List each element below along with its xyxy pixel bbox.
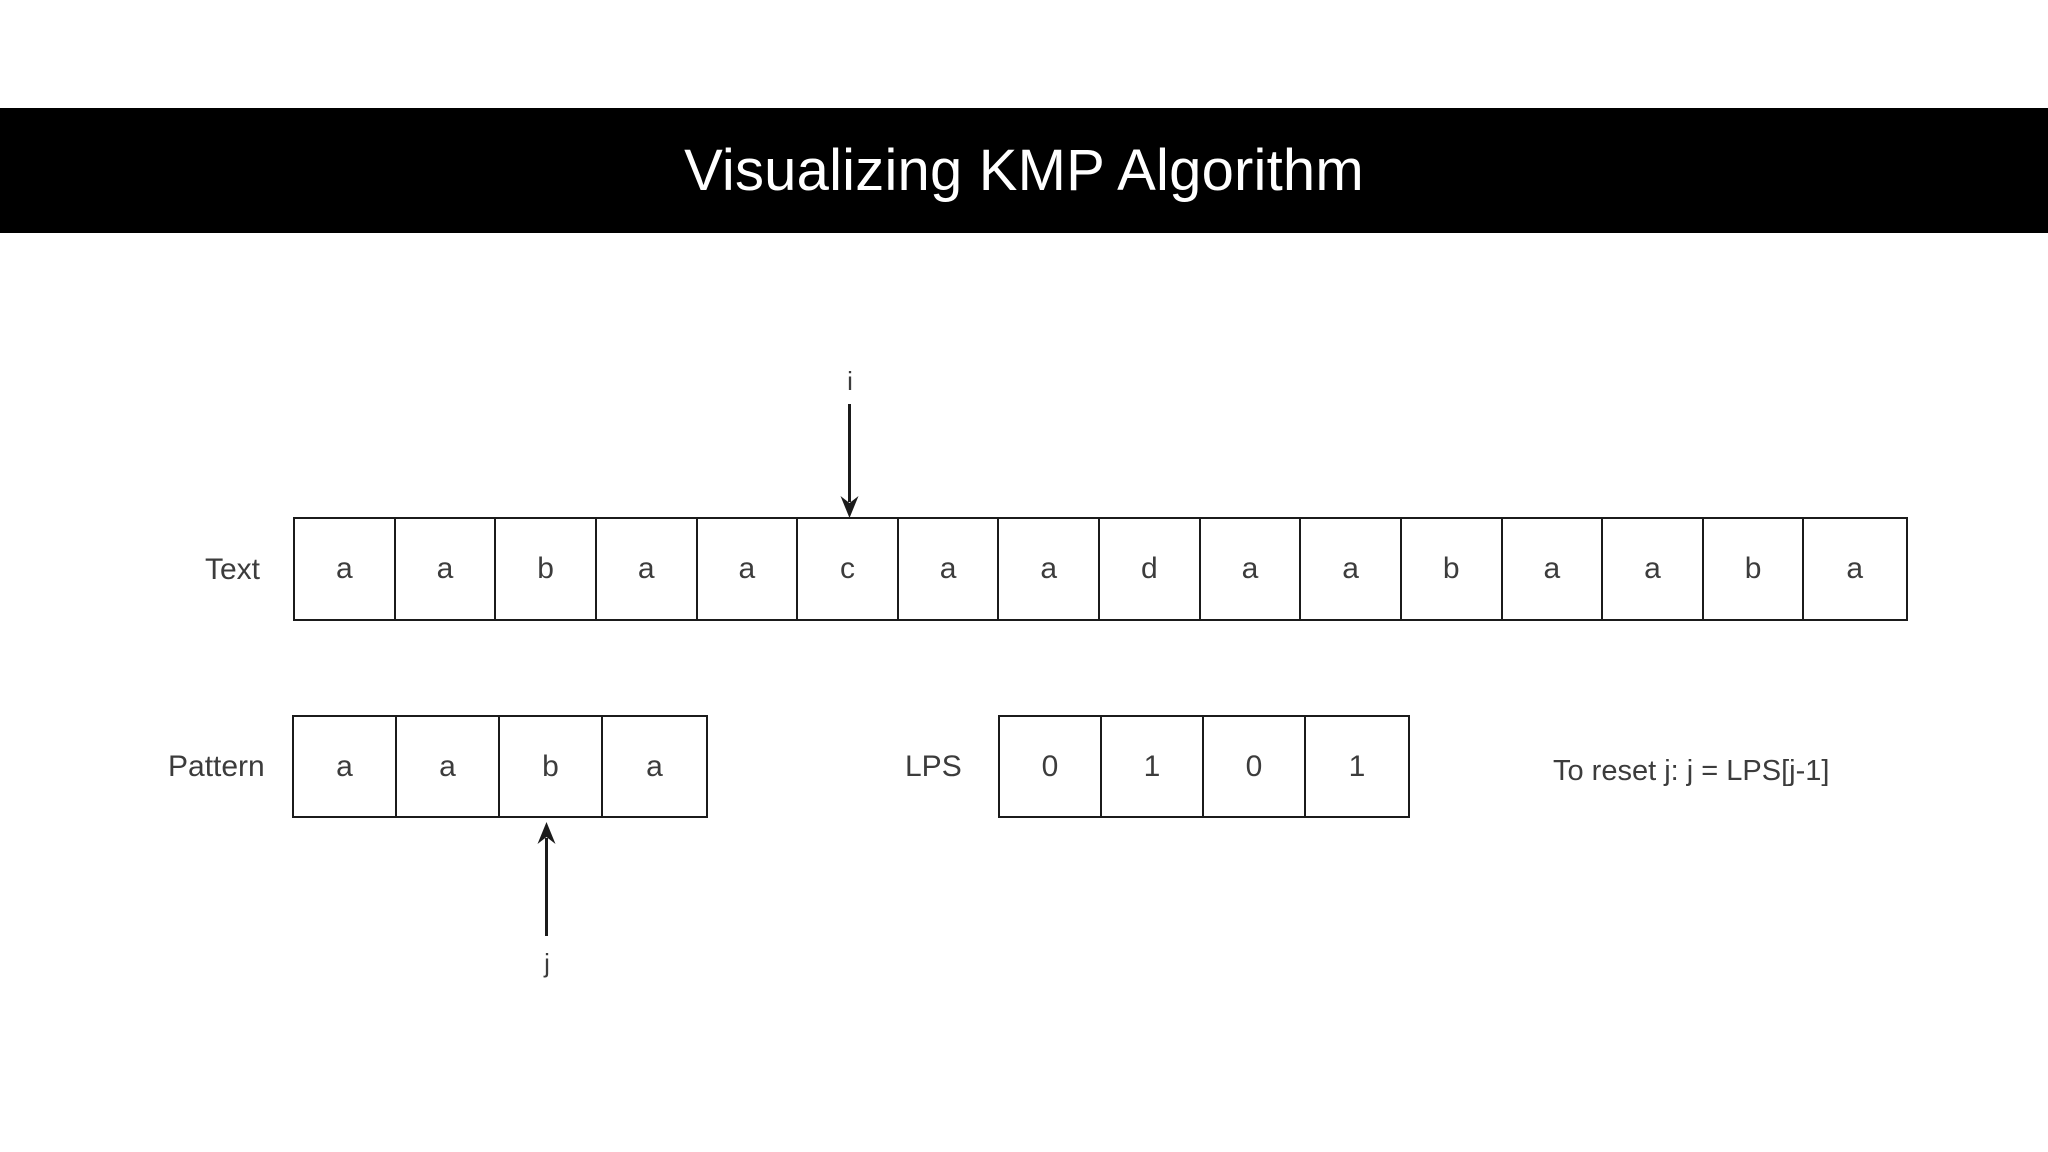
text-cell[interactable]: b: [1703, 519, 1805, 619]
pointer-label-i: i: [847, 366, 853, 396]
text-cell[interactable]: a: [295, 519, 396, 619]
lps-cell[interactable]: 0: [1204, 717, 1306, 816]
text-cell[interactable]: a: [898, 519, 1000, 619]
text-cell[interactable]: b: [1401, 519, 1503, 619]
pattern-cell[interactable]: a: [603, 717, 706, 816]
text-cell[interactable]: a: [697, 519, 799, 619]
pattern-cell[interactable]: b: [500, 717, 603, 816]
text-cell[interactable]: a: [1200, 519, 1302, 619]
text-cell[interactable]: a: [395, 519, 497, 619]
lps-cell[interactable]: 0: [1000, 717, 1102, 816]
page-title: Visualizing KMP Algorithm: [684, 137, 1364, 203]
pointer-arrow-i-down: [840, 404, 859, 518]
text-cell[interactable]: b: [496, 519, 597, 619]
title-banner: Visualizing KMP Algorithm: [0, 108, 2048, 233]
pattern-cell[interactable]: a: [294, 717, 397, 816]
pattern-array: a a b a: [292, 715, 708, 818]
lps-array: 0 1 0 1: [998, 715, 1410, 818]
lps-cell[interactable]: 1: [1306, 717, 1408, 816]
text-cell[interactable]: a: [1603, 519, 1704, 619]
text-cell[interactable]: a: [1804, 519, 1905, 619]
text-cell[interactable]: d: [1100, 519, 1201, 619]
text-cell[interactable]: a: [596, 519, 698, 619]
row-label-pattern: Pattern: [168, 750, 265, 783]
pointer-label-j: j: [544, 948, 550, 978]
text-array: a a b a a c a a d a a b a a b a: [293, 517, 1908, 621]
pointer-arrow-j-up: [537, 822, 556, 936]
row-label-lps: LPS: [905, 750, 962, 783]
text-cell[interactable]: a: [1502, 519, 1604, 619]
text-cell[interactable]: a: [999, 519, 1100, 619]
reset-rule-note: To reset j: j = LPS[j-1]: [1553, 755, 1830, 787]
text-cell[interactable]: a: [1301, 519, 1402, 619]
lps-cell[interactable]: 1: [1102, 717, 1204, 816]
text-cell[interactable]: c: [798, 519, 899, 619]
pattern-cell[interactable]: a: [397, 717, 500, 816]
row-label-text: Text: [205, 553, 261, 586]
